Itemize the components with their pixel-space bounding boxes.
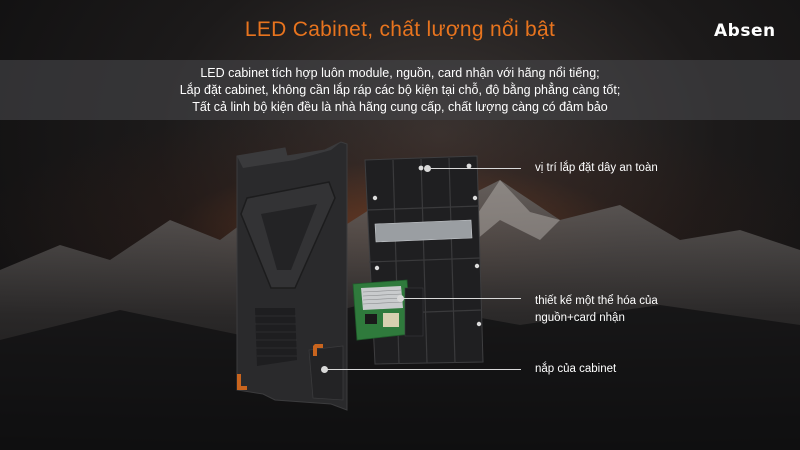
banner-line-3: Tất cả linh bộ kiện đều là nhà hãng cung… [192, 100, 608, 114]
callout-line-2 [400, 298, 521, 299]
led-cabinet-illustration [236, 141, 484, 411]
description-banner: LED cabinet tích hợp luôn module, nguồn,… [0, 60, 800, 120]
callout-line-1 [427, 168, 521, 169]
banner-line-1: LED cabinet tích hợp luôn module, nguồn,… [200, 66, 600, 80]
banner-line-2: Lắp đặt cabinet, không cần lắp ráp các b… [179, 83, 621, 97]
page-title: LED Cabinet, chất lượng nổi bật [244, 18, 556, 41]
callout-line-3 [324, 369, 521, 370]
brand-logo: Absen [714, 21, 776, 41]
callout-power-card-label-2: nguồn+card nhận [535, 312, 625, 324]
callout-cover-label: nắp của cabinet [535, 363, 617, 375]
callout-safety-rope-label: vị trí lắp đặt dây an toàn [535, 162, 658, 174]
callout-power-card-label-1: thiết kế một thể hóa của [535, 295, 658, 307]
